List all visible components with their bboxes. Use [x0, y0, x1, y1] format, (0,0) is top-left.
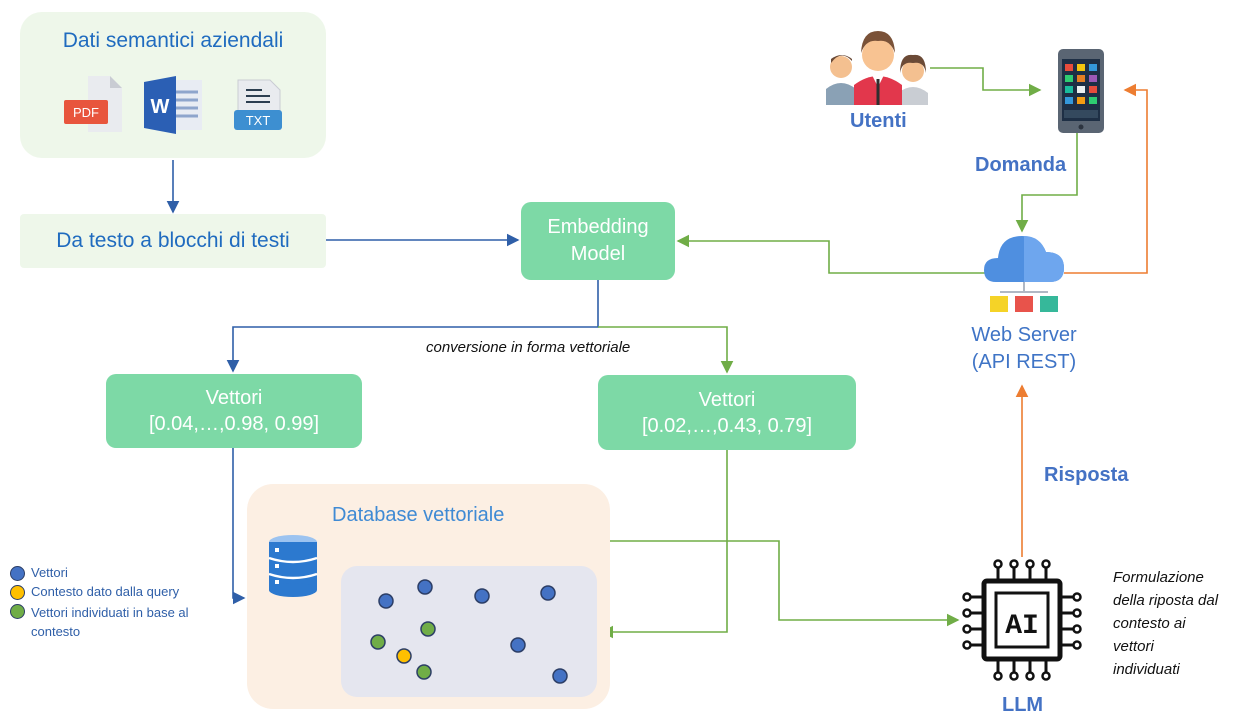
- arrow-server-to-embedding: [676, 234, 987, 274]
- vector-database-panel: Database vettoriale: [247, 484, 610, 709]
- svg-text:PDF: PDF: [73, 105, 99, 120]
- legend: Vettori Contesto dato dalla query Vettor…: [10, 565, 220, 641]
- legend-item-query-context: Contesto dato dalla query: [10, 584, 220, 600]
- chunking-box: Da testo a blocchi di testi: [20, 214, 326, 268]
- cloud-server-icon: [982, 228, 1066, 314]
- context-vector-point: [416, 664, 432, 680]
- arrow-users-to-phone: [930, 67, 1042, 97]
- vector-point: [552, 668, 568, 684]
- embedding-line2: Model: [570, 243, 626, 265]
- legend-item-vectors: Vettori: [10, 565, 220, 581]
- web-server-line1: Web Server: [971, 324, 1077, 346]
- vector-points: [370, 579, 568, 684]
- vectors-left-box: Vettori [0.04,…,0.98, 0.99]: [106, 374, 362, 448]
- vector-point: [474, 588, 490, 604]
- vector-point: [378, 593, 394, 609]
- vector-point: [540, 585, 556, 601]
- legend-item-context-vectors: Vettori individuati in base al contesto: [10, 603, 220, 641]
- database-icon: [267, 534, 319, 598]
- database-title: Database vettoriale: [332, 504, 505, 526]
- pdf-file-icon: PDF: [62, 74, 134, 134]
- context-vector-point: [420, 621, 436, 637]
- vectors-left-title: Vettori: [205, 387, 263, 409]
- web-server-line2: (API REST): [971, 351, 1077, 373]
- vector-space-area: [341, 566, 597, 697]
- embedding-line1: Embedding: [547, 216, 649, 238]
- vector-point: [417, 579, 433, 595]
- legend-dot-green: [10, 604, 25, 619]
- svg-text:TXT: TXT: [246, 113, 271, 128]
- sources-panel: Dati semantici aziendali PDF W TXT: [20, 12, 326, 158]
- question-label: Domanda: [975, 154, 1067, 176]
- vectors-left-values: [0.04,…,0.98, 0.99]: [148, 413, 320, 435]
- legend-dot-yellow: [10, 585, 25, 600]
- users-label: Utenti: [850, 110, 907, 132]
- txt-file-icon: TXT: [230, 78, 290, 134]
- ai-chip-icon: AI: [962, 559, 1082, 681]
- vector-point: [510, 637, 526, 653]
- arrow-vectors-left-to-db: [232, 448, 246, 605]
- arrow-embedding-to-vectors-left: [226, 280, 599, 373]
- legend-dot-blue: [10, 566, 25, 581]
- chunking-label: Da testo a blocchi di testi: [56, 229, 290, 252]
- embedding-model-box: Embedding Model: [521, 202, 675, 280]
- word-file-icon: W: [142, 76, 204, 134]
- arrow-phone-to-server: [1015, 133, 1078, 233]
- vectors-right-values: [0.02,…,0.43, 0.79]: [641, 414, 813, 437]
- llm-note: Formulazione della riposta dal contesto …: [1113, 569, 1219, 678]
- arrow-vectors-right-to-db: [600, 450, 728, 639]
- vectors-right-title: Vettori: [698, 388, 756, 411]
- users-icon: [826, 27, 930, 105]
- smartphone-icon: [1058, 49, 1104, 133]
- svg-text:W: W: [151, 96, 170, 118]
- arrow-server-to-phone: [1064, 83, 1148, 274]
- conversion-note: conversione in forma vettoriale: [426, 339, 631, 356]
- llm-label: LLM: [1002, 694, 1044, 716]
- answer-label: Risposta: [1044, 464, 1129, 486]
- web-server-label: Web Server (API REST): [952, 322, 1096, 376]
- svg-text:AI: AI: [1005, 611, 1039, 642]
- arrow-embedding-to-vectors-right: [598, 326, 734, 374]
- sources-title: Dati semantici aziendali: [62, 29, 284, 52]
- query-context-point: [396, 648, 412, 664]
- vectors-right-box: Vettori [0.02,…,0.43, 0.79]: [598, 375, 856, 450]
- context-vector-point: [370, 634, 386, 650]
